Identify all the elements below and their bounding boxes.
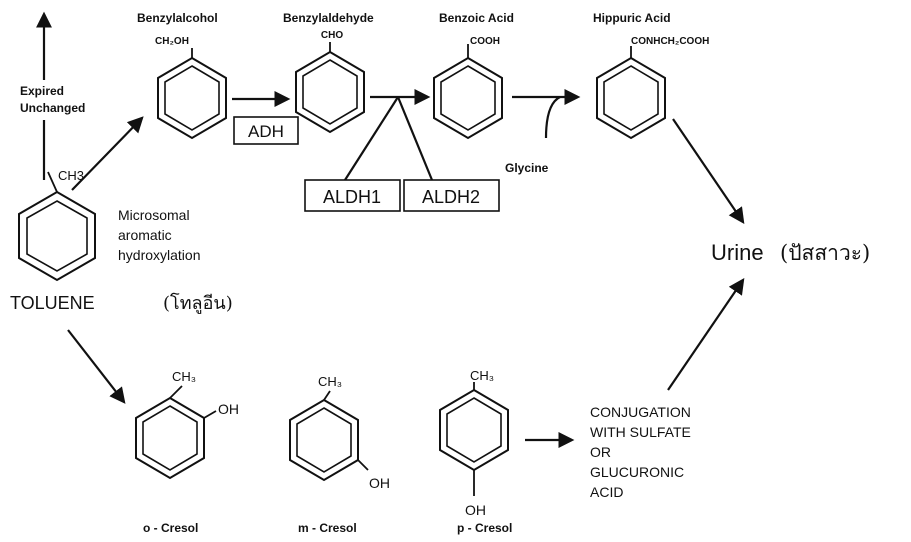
benzylaldehyde-group: CHO	[321, 30, 343, 41]
o-cresol-hydroxyl-bond	[203, 410, 217, 419]
toluene-ring-inner	[26, 200, 88, 272]
m-cresol-methyl: CH₃	[318, 374, 342, 389]
hippuric-acid-ring-inner	[603, 65, 659, 131]
o-cresol-ring	[135, 396, 205, 480]
o-cresol-methyl-bond	[169, 385, 183, 399]
aldh2-box	[403, 179, 500, 212]
benzoic-acid-structure: Benzoic Acid COOH	[433, 11, 514, 140]
aldh1-box	[304, 179, 401, 212]
conjugation-to-urine-arrow	[667, 278, 745, 391]
urine-label: Urine	[711, 240, 764, 265]
o-cresol-structure: CH₃ OH o - Cresol	[135, 369, 239, 535]
benzylalcohol-ring-inner	[164, 65, 220, 131]
toluene-ring	[18, 190, 96, 282]
toluene-to-cresol-arrow	[67, 329, 126, 404]
toluene-to-benzylalcohol-arrow	[71, 116, 144, 191]
benzylalcohol-ring	[157, 56, 227, 140]
o-cresol-hydroxyl: OH	[218, 401, 239, 417]
m-cresol-label: m - Cresol	[298, 521, 357, 535]
toluene-label: TOLUENE	[10, 293, 95, 313]
p-cresol-ring	[439, 388, 509, 472]
p-cresol-label: p - Cresol	[457, 521, 512, 535]
urine-thai-label: (ปัสสาวะ)	[780, 241, 870, 265]
toluene-thai-label: (โทลูอีน)	[163, 292, 233, 314]
benzylaldehyde-ring-inner	[302, 59, 358, 125]
glycine-label: Glycine	[505, 161, 549, 175]
toluene-methyl-bond	[47, 171, 58, 193]
benzylaldehyde-structure: Benzylaldehyde CHO	[283, 11, 374, 134]
m-cresol-ring	[289, 398, 359, 482]
aldh1-connector	[344, 96, 399, 181]
conjugation-line-3: OR	[590, 444, 611, 460]
adh-label: ADH	[248, 122, 284, 141]
expired-line-2: Unchanged	[20, 101, 85, 115]
benzylalcohol-structure: Benzylalcohol CH₂OH	[137, 11, 227, 140]
benzoic-acid-ring	[433, 56, 503, 140]
p-cresol-methyl: CH₃	[470, 368, 494, 383]
benzoic-acid-label: Benzoic Acid	[439, 11, 514, 25]
glycine-curve	[544, 96, 561, 139]
p-cresol-hydroxyl: OH	[465, 502, 486, 518]
m-cresol-hydroxyl: OH	[369, 475, 390, 491]
m-cresol-structure: CH₃ OH m - Cresol	[289, 374, 390, 535]
p-cresol-ring-inner	[446, 397, 502, 463]
conjugation-line-4: GLUCURONIC	[590, 464, 684, 480]
benzylaldehyde-ring	[295, 50, 365, 134]
benzoic-acid-group: COOH	[470, 36, 500, 47]
expired-line-1: Expired	[20, 84, 64, 98]
expired-label-bg	[18, 80, 108, 120]
microsomal-line-3: hydroxylation	[118, 247, 201, 263]
o-cresol-methyl: CH₃	[172, 369, 196, 384]
toluene-methyl-group: CH3	[58, 168, 84, 183]
conjugation-line-5: ACID	[590, 484, 623, 500]
adh-box	[233, 116, 299, 145]
o-cresol-label: o - Cresol	[143, 521, 198, 535]
p-cresol-structure: CH₃ OH p - Cresol	[439, 368, 512, 535]
o-cresol-ring-inner	[142, 405, 198, 471]
aldh1-label: ALDH1	[323, 187, 381, 207]
hippuric-acid-ring	[596, 56, 666, 140]
m-cresol-ring-inner	[296, 407, 352, 473]
benzylalcohol-label: Benzylalcohol	[137, 11, 218, 25]
hippuric-to-urine-arrow	[672, 118, 745, 224]
conjugation-line-1: CONJUGATION	[590, 404, 691, 420]
m-cresol-hydroxyl-bond	[357, 459, 369, 471]
benzylaldehyde-label: Benzylaldehyde	[283, 11, 374, 25]
benzoic-acid-ring-inner	[440, 65, 496, 131]
aldh2-label: ALDH2	[422, 187, 480, 207]
microsomal-line-2: aromatic	[118, 227, 172, 243]
microsomal-line-1: Microsomal	[118, 207, 190, 223]
m-cresol-methyl-bond	[323, 390, 331, 401]
hippuric-acid-structure: Hippuric Acid CONHCH₂COOH	[593, 11, 709, 140]
toluene-structure: CH3 TOLUENE (โทลูอีน)	[10, 168, 233, 314]
hippuric-acid-label: Hippuric Acid	[593, 11, 671, 25]
aldh2-connector	[396, 96, 434, 181]
conjugation-line-2: WITH SULFATE	[590, 424, 691, 440]
hippuric-acid-group: CONHCH₂COOH	[631, 36, 709, 47]
benzylalcohol-group: CH₂OH	[155, 36, 189, 47]
